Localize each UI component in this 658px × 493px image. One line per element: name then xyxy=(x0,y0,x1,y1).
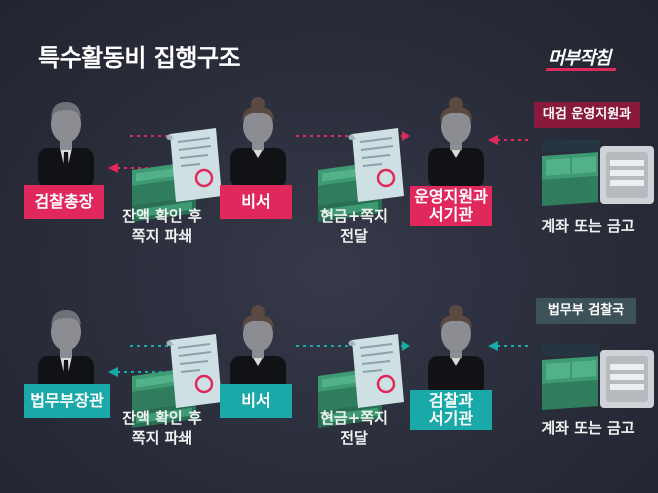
note-shred-label: 잔액 확인 후 쪽지 파쇄 xyxy=(122,207,202,245)
brand-logo: 머부작침 xyxy=(548,48,611,69)
safe-icon xyxy=(542,344,654,410)
source-badge-top: 대검 운영지원과 xyxy=(534,102,640,128)
cash-delivery-label: 현금+쪽지 전달 xyxy=(320,409,388,447)
role-tag-prosecutor-general: 검찰총장 xyxy=(24,185,104,219)
person-icon xyxy=(230,97,286,188)
person-icon xyxy=(230,305,286,396)
person-icon xyxy=(428,305,484,396)
person-icon xyxy=(428,97,484,188)
role-tag-prosecution-officer: 검찰과 서기관 xyxy=(410,390,492,430)
page-title: 특수활동비 집행구조 xyxy=(38,44,241,72)
safe-icon xyxy=(542,140,654,206)
role-tag-secretary: 비서 xyxy=(220,185,292,219)
source-badge-bottom: 법무부 검찰국 xyxy=(536,298,636,324)
role-tag-justice-minister: 법무부장관 xyxy=(24,384,110,418)
source-label-top: 계좌 또는 금고 xyxy=(541,217,635,235)
note-shred-label: 잔액 확인 후 쪽지 파쇄 xyxy=(122,409,202,447)
role-tag-secretary: 비서 xyxy=(220,384,292,418)
cash-delivery-label: 현금+쪽지 전달 xyxy=(320,207,388,245)
role-tag-support-officer: 운영지원과 서기관 xyxy=(410,186,492,226)
person-icon xyxy=(38,102,94,188)
source-label-bottom: 계좌 또는 금고 xyxy=(541,419,635,437)
